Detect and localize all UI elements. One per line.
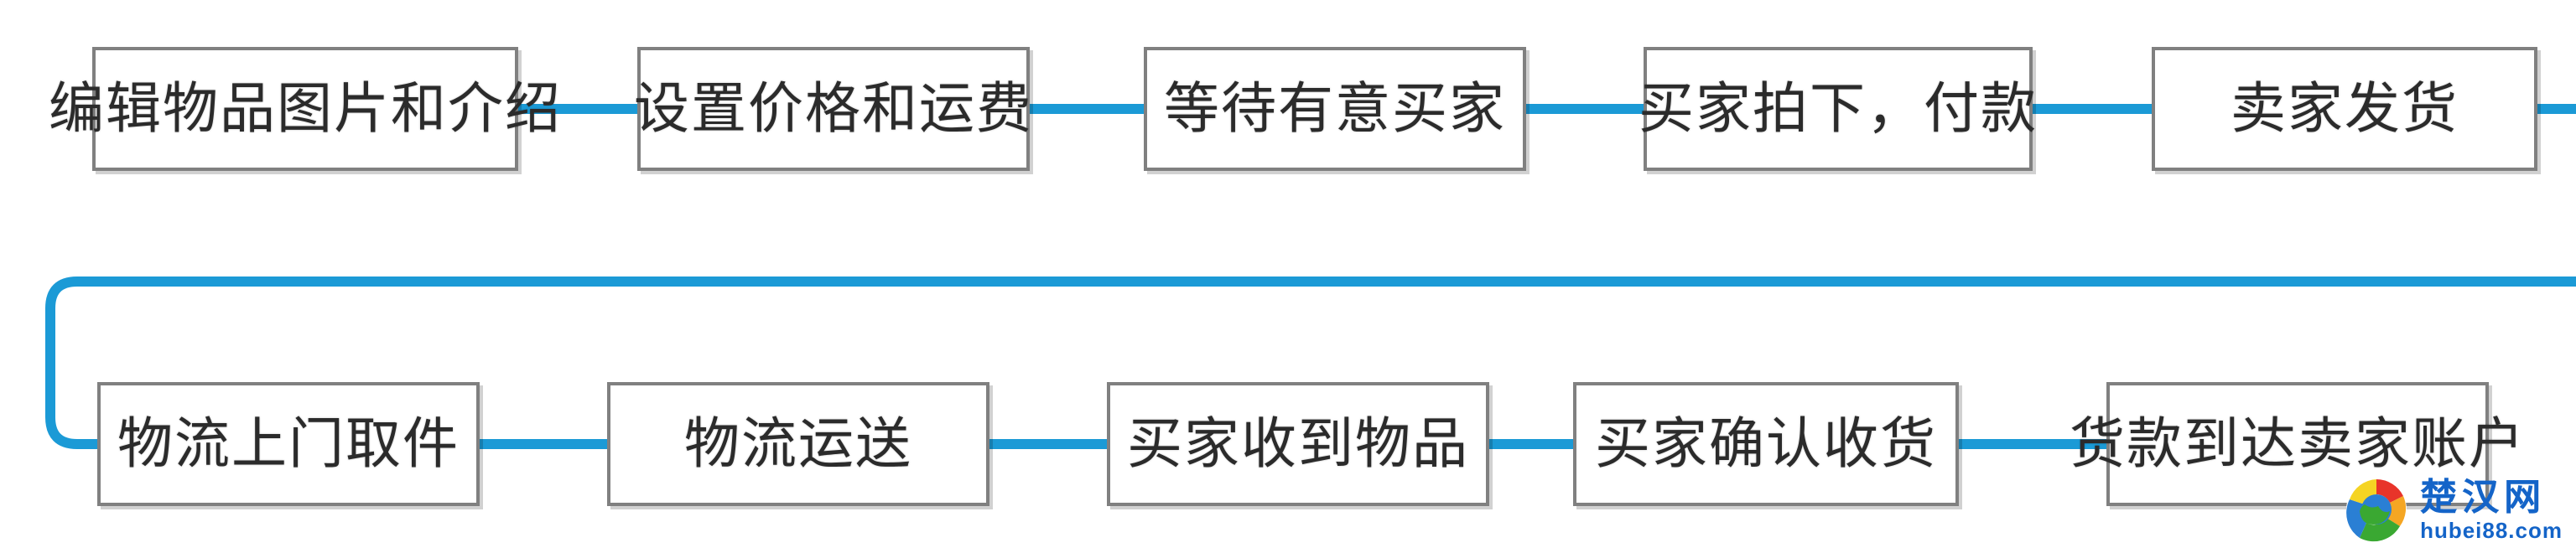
flow-node-buyer-confirms-receipt[interactable]: 买家确认收货 — [1573, 382, 1959, 506]
flow-node-wait-for-buyer[interactable]: 等待有意买家 — [1144, 47, 1526, 171]
flow-node-label: 买家收到物品 — [1127, 411, 1469, 474]
flow-node-label: 设置价格和运费 — [634, 76, 1033, 139]
flow-node-label: 货款到达卖家账户 — [2070, 411, 2526, 474]
watermark-site-name: 楚汉网 — [2420, 475, 2547, 517]
flow-node-label: 物流上门取件 — [117, 411, 460, 474]
watermark: 楚汉网 hubei88.com — [2343, 476, 2563, 543]
flow-node-label: 等待有意买家 — [1164, 76, 1506, 139]
flow-node-edit-item-photos[interactable]: 编辑物品图片和介绍 — [49, 47, 560, 171]
flow-node-label: 物流运送 — [684, 411, 912, 474]
watermark-url: hubei88.com — [2420, 517, 2563, 542]
globe-logo-icon — [2346, 479, 2407, 542]
flow-node-buyer-orders-pays[interactable]: 买家拍下，付款 — [1639, 47, 2036, 171]
flow-node-label: 买家确认收货 — [1595, 411, 1937, 474]
flow-node-courier-pickup[interactable]: 物流上门取件 — [97, 382, 480, 506]
flow-node-label: 卖家发货 — [2231, 76, 2459, 139]
flow-node-in-transit[interactable]: 物流运送 — [607, 382, 989, 506]
flow-node-seller-ships[interactable]: 卖家发货 — [2152, 47, 2537, 171]
flow-node-set-price-shipping[interactable]: 设置价格和运费 — [634, 47, 1033, 171]
flow-node-label: 买家拍下，付款 — [1639, 76, 2038, 139]
flow-node-buyer-receives-item[interactable]: 买家收到物品 — [1107, 382, 1489, 506]
flow-node-label: 编辑物品图片和介绍 — [49, 76, 562, 139]
